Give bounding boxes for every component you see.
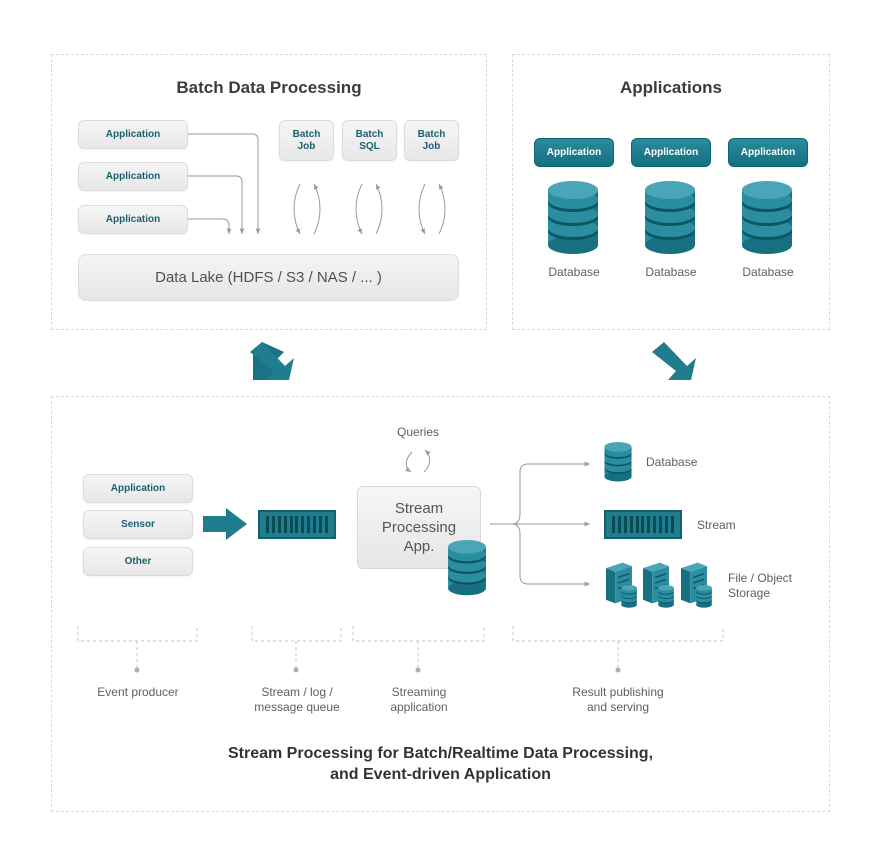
- app-pill-3: Application: [728, 138, 808, 167]
- stream-heading: Stream Processing for Batch/Realtime Dat…: [227, 745, 654, 783]
- batch-application-3: Application: [78, 205, 188, 234]
- app-pill-1: Application: [534, 138, 614, 167]
- batch-application-1: Application: [78, 120, 188, 149]
- processor-database-icon: [448, 540, 486, 596]
- batch-title: Batch Data Processing: [176, 78, 362, 97]
- output-stream-label: Stream: [697, 518, 736, 532]
- message-queue-icon: [258, 510, 336, 539]
- caption-event-producer: Event producer: [97, 685, 179, 699]
- batch-job-2: Batch Job: [404, 120, 459, 161]
- caption-streaming-app: Streaming application: [390, 685, 448, 714]
- storage-icon: [606, 562, 712, 608]
- output-database-icon: [604, 442, 632, 482]
- caption-brackets: [77, 626, 724, 668]
- producer-sensor: Sensor: [83, 510, 193, 539]
- stream-panel: [51, 396, 830, 812]
- batch-application-2: Application: [78, 162, 188, 191]
- caption-stream-queue: Stream / log / message queue: [254, 685, 340, 714]
- producer-application: Application: [83, 474, 193, 503]
- down-arrow-right-icon: [652, 342, 696, 380]
- app-db-label-2: Database: [645, 265, 697, 279]
- data-lake: Data Lake (HDFS / S3 / NAS / ... ): [78, 254, 459, 301]
- producer-other: Other: [83, 547, 193, 576]
- queries-label: Queries: [396, 425, 440, 439]
- batch-connectors: [188, 133, 590, 587]
- output-database-label: Database: [646, 455, 698, 469]
- batch-panel: [51, 54, 487, 330]
- app-pill-2: Application: [631, 138, 711, 167]
- database-icon-3: [742, 181, 792, 254]
- app-db-label-3: Database: [742, 265, 794, 279]
- applications-panel: [512, 54, 830, 330]
- caption-dots: [134, 667, 621, 673]
- applications-title: Applications: [619, 78, 722, 97]
- caption-result-publishing: Result publishing and serving: [572, 685, 664, 714]
- output-stream-icon: [604, 510, 682, 539]
- database-icon-2: [645, 181, 695, 254]
- database-icon-1: [548, 181, 598, 254]
- batch-job-1: Batch Job: [279, 120, 334, 161]
- down-arrow-left-icon: [250, 342, 294, 380]
- producer-arrow-icon: [203, 508, 247, 540]
- batch-sql: Batch SQL: [342, 120, 397, 161]
- app-db-label-1: Database: [548, 265, 600, 279]
- stream-processing-app: Stream Processing App.: [357, 486, 481, 569]
- output-storage-label: File / Object Storage: [728, 571, 793, 600]
